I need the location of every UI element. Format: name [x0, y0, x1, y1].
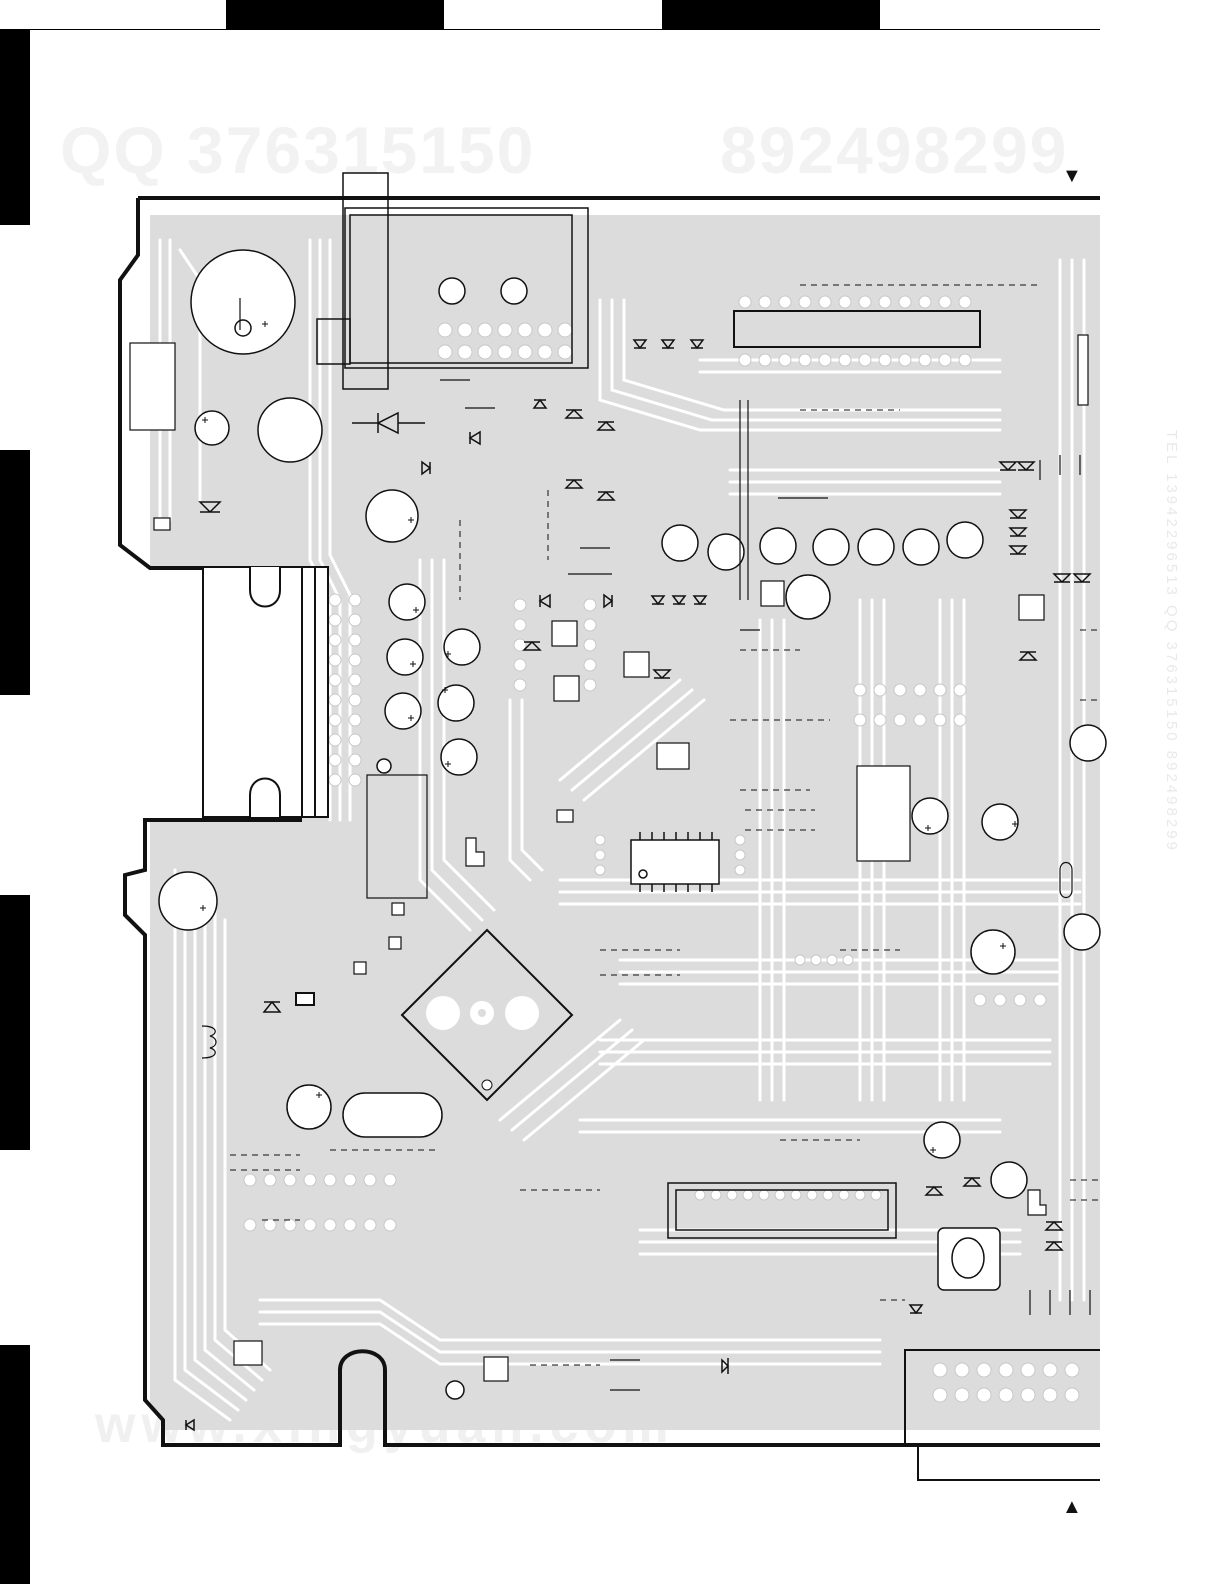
orientation-arrow-up-icon: ▲: [1062, 1497, 1082, 1517]
tact-switch: [938, 1228, 1000, 1290]
crystal: [343, 1093, 442, 1137]
smd-ic: [631, 832, 719, 892]
capacitor-large: [191, 250, 295, 354]
edge-connector-module: [203, 567, 328, 817]
orientation-arrow-down-icon: ▼: [1062, 166, 1082, 186]
